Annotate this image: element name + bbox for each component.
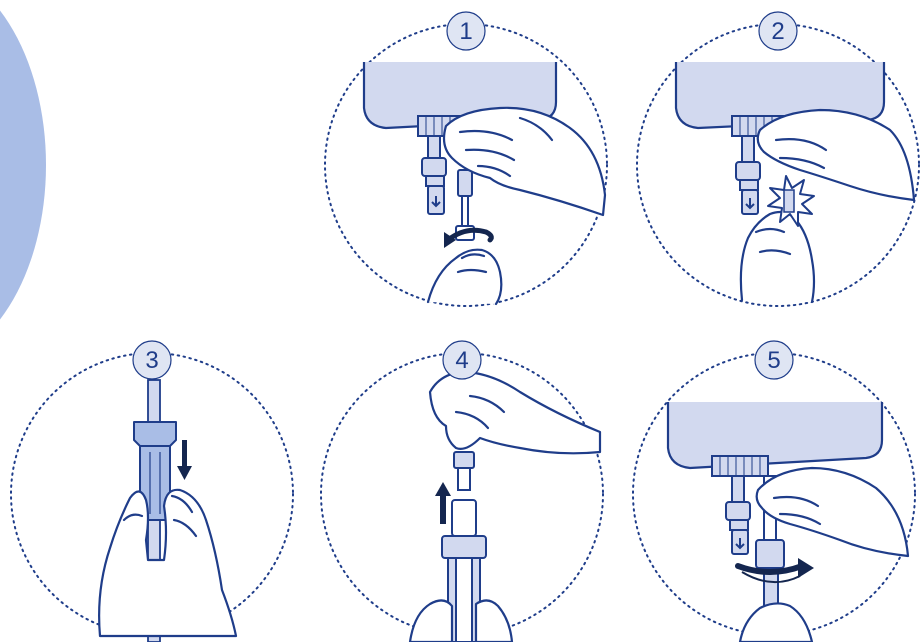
iv-bag-icon — [666, 402, 884, 477]
hand-icon — [408, 599, 514, 642]
step-3-number: 3 — [145, 347, 158, 374]
down-arrow-icon — [177, 440, 192, 480]
hand-icon — [98, 488, 238, 638]
step-5-badge — [754, 340, 794, 380]
twist-cap-icon — [455, 169, 475, 241]
rotation-arrow-icon — [735, 558, 814, 583]
step-1-number: 1 — [459, 18, 472, 45]
step-4-number: 4 — [455, 347, 468, 374]
step-3-panel: 3 — [10, 340, 294, 642]
hand-icon — [739, 210, 816, 304]
hand-icon — [755, 466, 910, 558]
hand-icon — [756, 108, 916, 202]
connector-icon — [453, 451, 475, 491]
spike-port-icon — [441, 499, 487, 642]
step-1-badge — [446, 11, 486, 51]
hand-icon — [428, 370, 602, 455]
step-2-panel: 2 — [636, 11, 920, 307]
snap-break-icon — [767, 175, 815, 227]
step-1-frame — [324, 23, 608, 307]
step-4-panel: 4 — [320, 340, 604, 642]
step-2-frame — [636, 23, 920, 307]
port-tube-icon — [421, 135, 447, 215]
step-2-badge — [758, 11, 798, 51]
hand-icon — [442, 106, 607, 217]
step-5-panel: 5 — [632, 340, 916, 642]
step-5-number: 5 — [767, 347, 780, 374]
side-panel-shape — [0, 10, 46, 320]
step-2-number: 2 — [771, 18, 784, 45]
rotation-arrow-icon — [444, 227, 494, 248]
step-4-badge — [442, 340, 482, 380]
step-1-panel: 1 — [324, 11, 608, 307]
port-tube-icon — [725, 475, 751, 555]
step-3-badge — [132, 340, 172, 380]
hand-icon — [426, 248, 503, 306]
port-tube-icon — [735, 135, 761, 215]
up-arrow-icon — [435, 482, 451, 524]
hand-icon — [738, 602, 814, 642]
